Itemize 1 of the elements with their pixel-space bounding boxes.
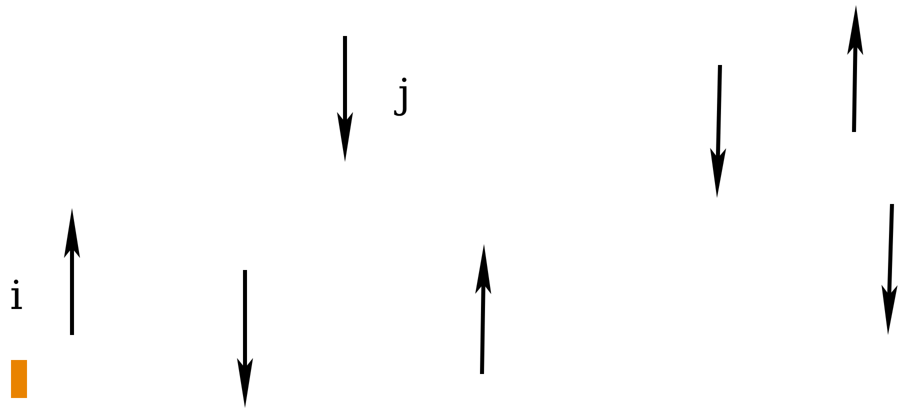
site-label: i (10, 276, 23, 316)
